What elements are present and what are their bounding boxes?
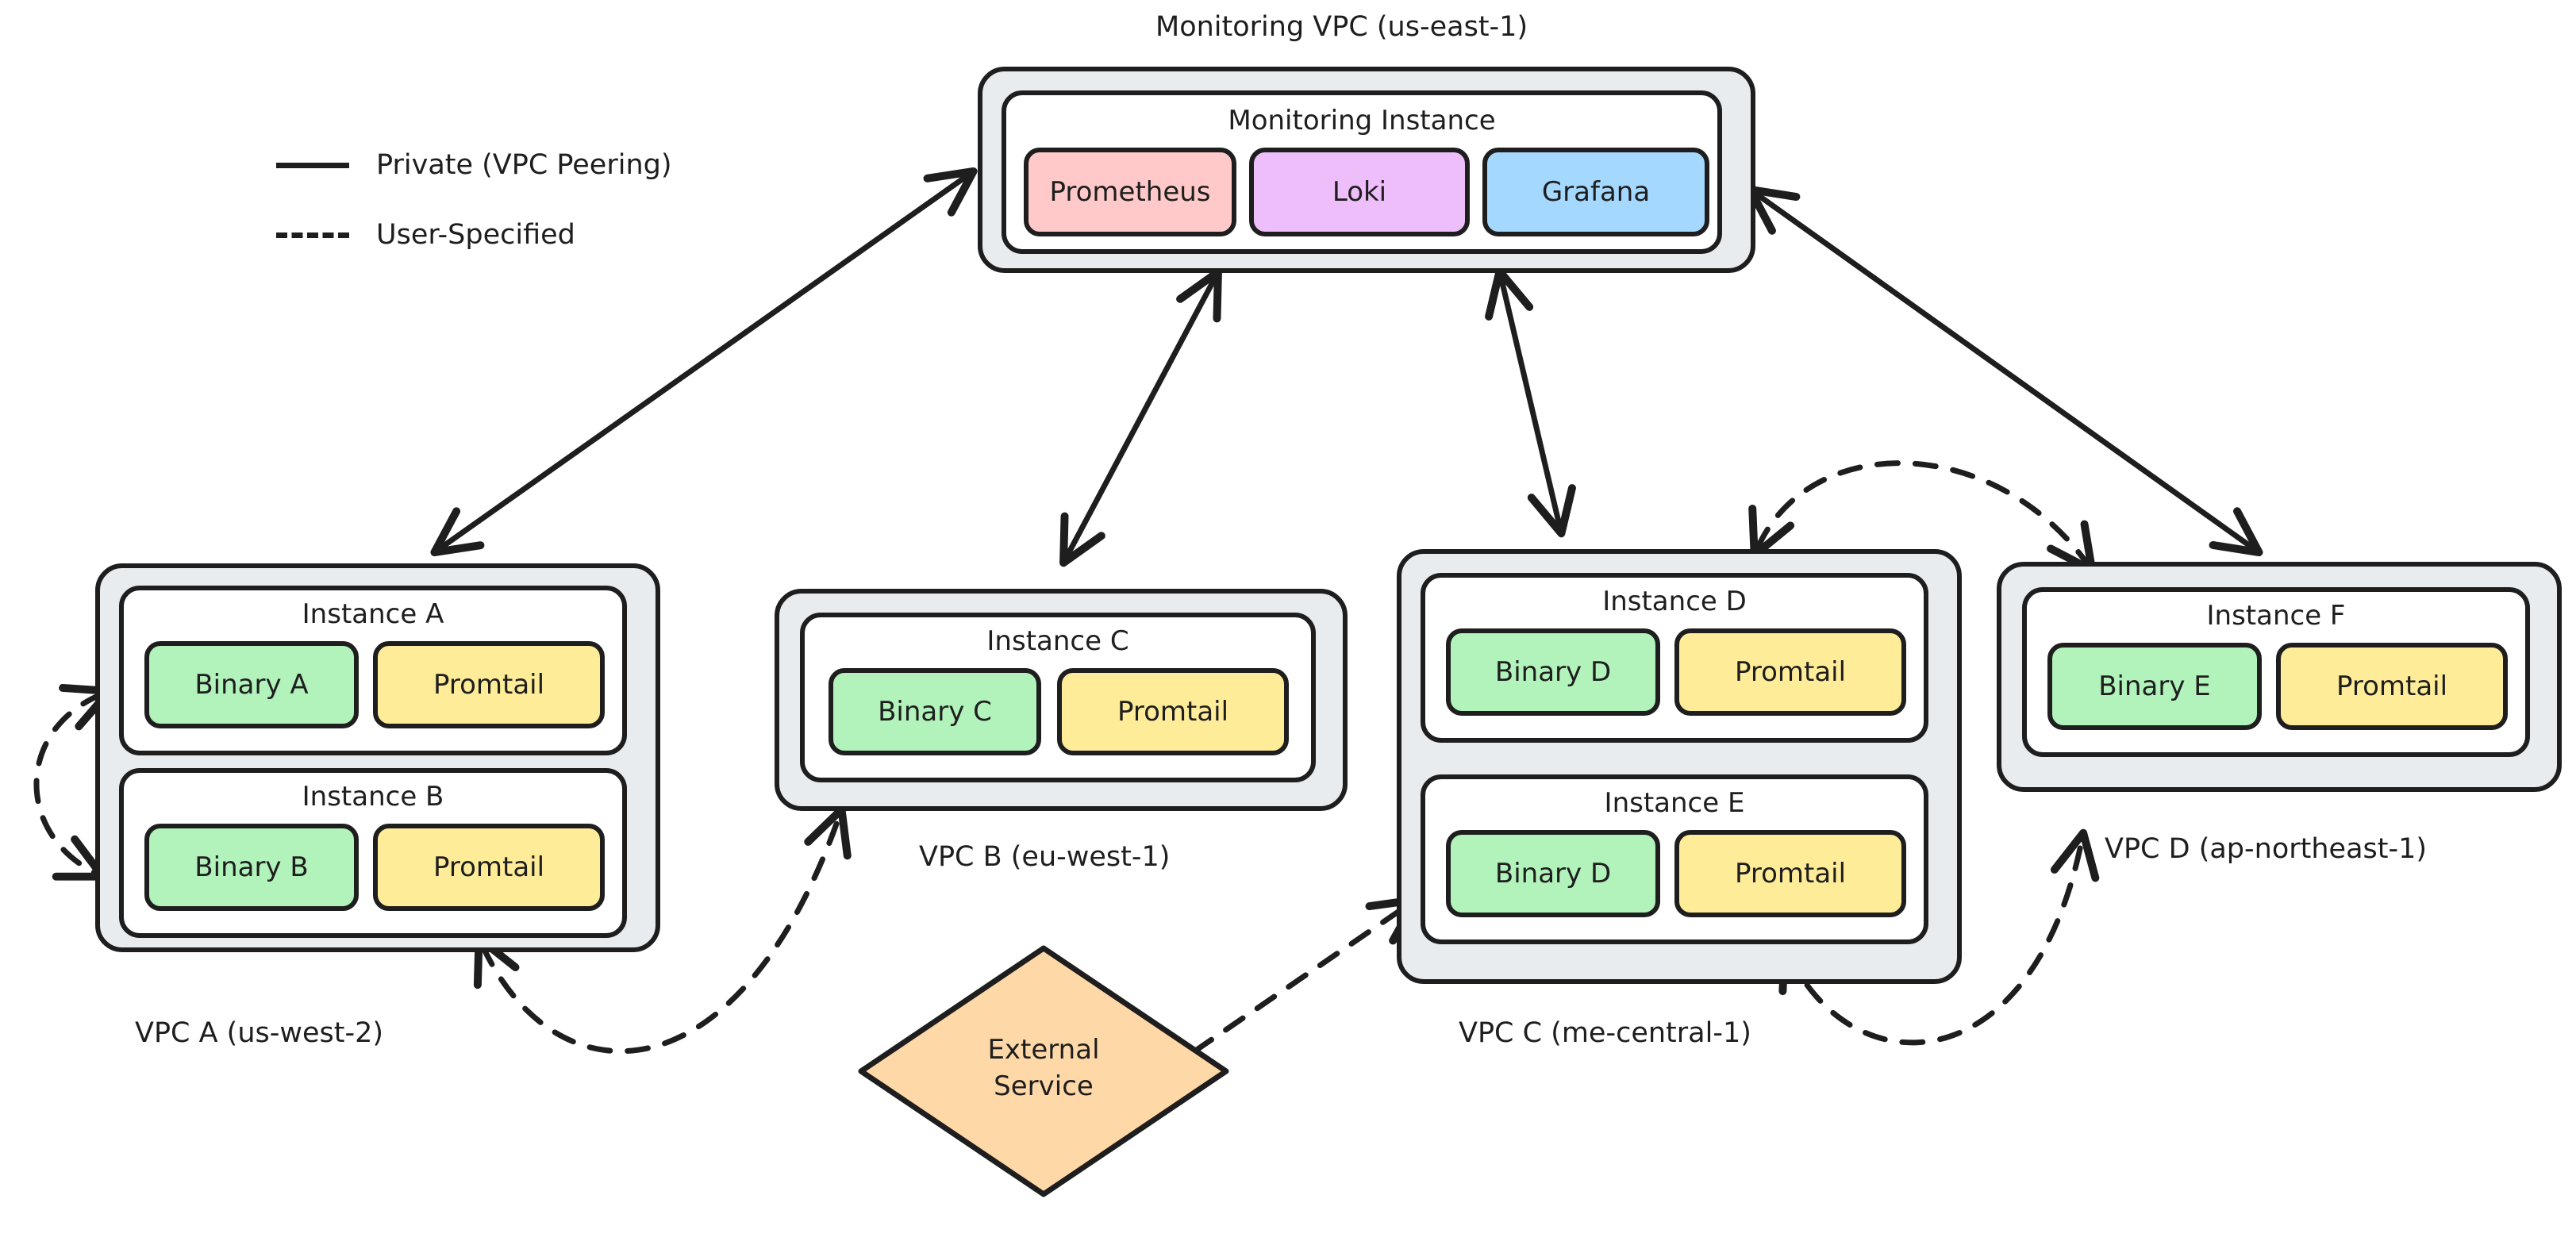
external-service-shape[interactable] <box>858 945 1229 1197</box>
instance-a-promtail[interactable]: Promtail <box>373 641 605 728</box>
vpc-a-caption: VPC A (us-west-2) <box>135 1017 384 1049</box>
instance-e-title: Instance E <box>1604 787 1745 819</box>
instance-f[interactable]: Instance F Binary E Promtail <box>2022 587 2530 757</box>
link-instance-a-instance-b <box>33 683 113 881</box>
instance-d-title: Instance D <box>1602 586 1747 617</box>
instance-a-binary[interactable]: Binary A <box>144 641 359 728</box>
service-grafana[interactable]: Grafana <box>1482 148 1709 236</box>
instance-b[interactable]: Instance B Binary B Promtail <box>119 768 627 938</box>
instance-c-binary[interactable]: Binary C <box>829 668 1041 755</box>
link-monitoring-vpc-b <box>1059 267 1222 567</box>
legend-item-private: Private (VPC Peering) <box>276 149 672 181</box>
instance-b-binary[interactable]: Binary B <box>144 824 359 911</box>
external-service-line2: Service <box>994 1070 1094 1102</box>
instance-d-promtail[interactable]: Promtail <box>1674 628 1906 716</box>
instance-d[interactable]: Instance D Binary D Promtail <box>1421 573 1928 743</box>
vpc-c-caption: VPC C (me-central-1) <box>1459 1017 1751 1049</box>
link-monitoring-vpc-c <box>1485 267 1576 538</box>
instance-e-promtail[interactable]: Promtail <box>1674 830 1906 917</box>
link-vpc-c-top-vpc-d-top <box>1748 460 2097 574</box>
monitoring-instance[interactable]: Monitoring Instance Prometheus Loki Graf… <box>1002 90 1722 254</box>
instance-d-binary[interactable]: Binary D <box>1446 628 1660 716</box>
service-prometheus[interactable]: Prometheus <box>1024 148 1236 236</box>
instance-f-promtail[interactable]: Promtail <box>2276 643 2508 730</box>
instance-a-title: Instance A <box>302 598 444 630</box>
vpc-a-group[interactable]: Instance A Binary A Promtail Instance B … <box>95 563 660 952</box>
external-service-node[interactable]: External Service <box>861 1032 1226 1111</box>
legend-solid-line-icon <box>276 162 349 168</box>
monitoring-vpc-caption: Monitoring VPC (us-east-1) <box>1155 11 1528 43</box>
instance-c[interactable]: Instance C Binary C Promtail <box>800 613 1316 782</box>
link-external-service-vpc-c <box>1191 896 1420 1055</box>
link-vpc-a-vpc-b <box>473 805 852 1055</box>
instance-e-binary[interactable]: Binary D <box>1446 830 1660 917</box>
vpc-d-caption: VPC D (ap-northeast-1) <box>2105 833 2428 865</box>
instance-a[interactable]: Instance A Binary A Promtail <box>119 586 627 755</box>
instance-c-title: Instance C <box>986 625 1129 657</box>
vpc-d-group[interactable]: Instance F Binary E Promtail <box>1997 562 2562 792</box>
instance-f-binary[interactable]: Binary E <box>2047 643 2262 730</box>
vpc-c-group[interactable]: Instance D Binary D Promtail Instance E … <box>1397 549 1962 984</box>
link-monitoring-vpc-a <box>430 167 978 557</box>
external-service-line1: External <box>987 1034 1100 1066</box>
monitoring-instance-title: Monitoring Instance <box>1228 105 1496 136</box>
instance-b-promtail[interactable]: Promtail <box>373 824 605 911</box>
legend-item-user-specified: User-Specified <box>276 219 575 251</box>
legend-dashed-line-icon <box>276 232 349 238</box>
monitoring-vpc-group[interactable]: Monitoring Instance Prometheus Loki Graf… <box>978 67 1755 273</box>
link-monitoring-vpc-d <box>1746 185 2263 557</box>
legend-label-user-specified: User-Specified <box>376 219 575 251</box>
instance-c-promtail[interactable]: Promtail <box>1057 668 1289 755</box>
instance-e[interactable]: Instance E Binary D Promtail <box>1421 774 1928 944</box>
service-loki[interactable]: Loki <box>1249 148 1470 236</box>
instance-b-title: Instance B <box>302 781 444 813</box>
link-vpc-c-vpc-d <box>1778 828 2100 1046</box>
vpc-b-caption: VPC B (eu-west-1) <box>919 841 1171 873</box>
instance-f-title: Instance F <box>2206 600 2346 632</box>
vpc-b-group[interactable]: Instance C Binary C Promtail <box>775 589 1348 811</box>
legend-label-private: Private (VPC Peering) <box>376 149 672 181</box>
